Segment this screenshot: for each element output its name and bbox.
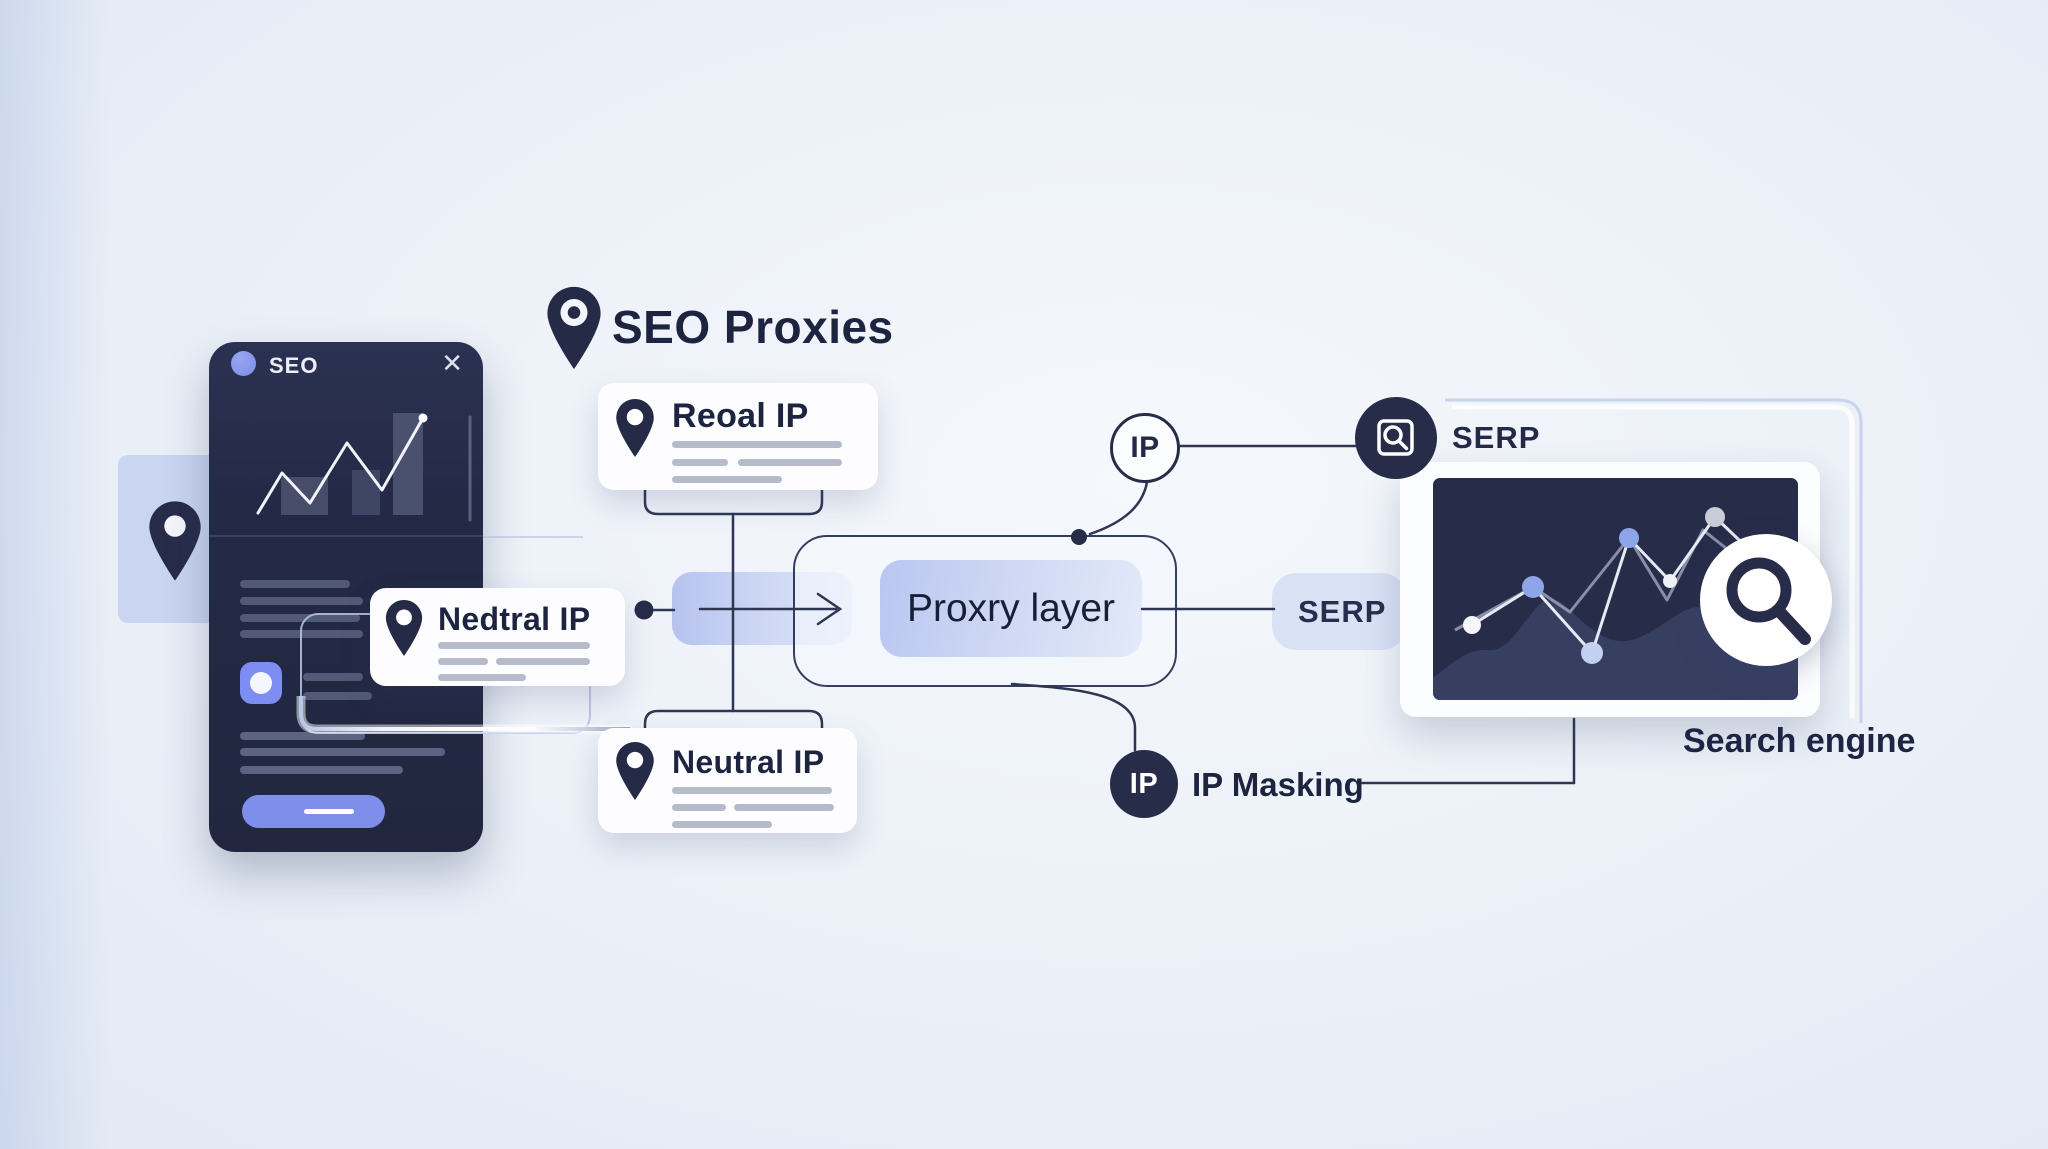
connector-dot [634, 600, 654, 620]
skeleton-line [672, 476, 782, 483]
skeleton-line [734, 804, 834, 811]
real-ip-card: Reoal IP [598, 383, 878, 490]
skeleton-line [240, 732, 365, 740]
ip-masking-badge-label: IP [1129, 767, 1159, 800]
page-title: SEO Proxies [612, 301, 894, 353]
skeleton-line [496, 658, 590, 665]
card-title: Reoal IP [672, 397, 809, 435]
skeleton-line [240, 748, 445, 756]
phone-status-dot [231, 351, 256, 376]
proxy-layer-node: Proxry layer [880, 560, 1142, 657]
card-title: Nedtral IP [438, 601, 591, 637]
skeleton-line [672, 459, 728, 466]
skeleton-line [672, 787, 832, 794]
location-pin-icon [547, 286, 601, 370]
ip-node: IP [1110, 413, 1180, 483]
card-title: Neutral IP [672, 744, 825, 780]
app-tile-core [250, 672, 272, 694]
phone-app-name: SEO [269, 353, 319, 378]
phone-bar-chart [209, 413, 483, 537]
skeleton-line [438, 642, 590, 649]
close-icon: ✕ [441, 348, 463, 378]
neutral-ip-card: Neutral IP [598, 728, 857, 833]
skeleton-line [672, 804, 726, 811]
skeleton-line [672, 821, 772, 828]
skeleton-line [240, 597, 363, 605]
magnifier-badge [1700, 534, 1832, 666]
proxy-layer-label: Proxry layer [906, 586, 1116, 630]
phone-cta-button [242, 795, 385, 828]
skeleton-line [672, 441, 842, 448]
serp-pill: SERP [1272, 573, 1406, 650]
skeleton-line [438, 658, 488, 665]
background-tint [0, 0, 110, 1149]
location-pin-icon [385, 600, 423, 656]
search-engine-label: Search engine [1683, 722, 1916, 760]
location-pin-icon [616, 399, 654, 457]
serp-endpoint-label: SERP [1452, 420, 1541, 455]
skeleton-line [240, 580, 350, 588]
skeleton-line [738, 459, 842, 466]
search-icon [1726, 557, 1811, 645]
location-pin-icon [149, 501, 201, 581]
search-window-icon [1377, 419, 1414, 456]
location-pin-icon [616, 742, 654, 800]
serp-endpoint-badge [1355, 397, 1437, 479]
skeleton-line [303, 673, 363, 681]
nedtral-ip-card: Nedtral IP [370, 588, 625, 686]
skeleton-line [240, 614, 360, 622]
ip-node-label: IP [1130, 431, 1160, 464]
ip-masking-badge: IP [1110, 750, 1178, 818]
app-tile-icon [240, 662, 282, 704]
skeleton-line [240, 766, 403, 774]
skeleton-line [438, 674, 526, 681]
ip-masking-label: IP Masking [1192, 766, 1364, 803]
cta-dash [304, 809, 354, 814]
serp-pill-label: SERP [1298, 593, 1387, 629]
faint-connector-line [483, 536, 583, 538]
monitor-mockup [1400, 462, 1832, 717]
